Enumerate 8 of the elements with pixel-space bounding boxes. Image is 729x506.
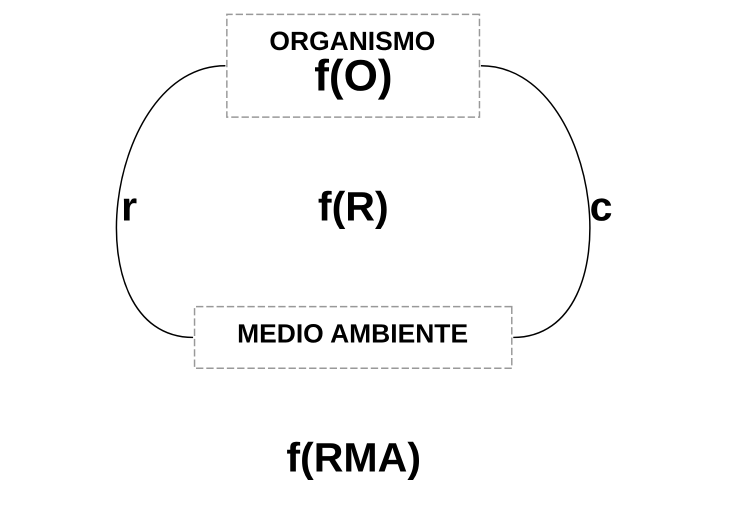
- connector: [116, 65, 226, 338]
- edge-label: c: [590, 184, 612, 230]
- node-box: MEDIO AMBIENTE: [194, 306, 513, 370]
- edge-label: r: [121, 184, 138, 230]
- node-label: f(RMA): [286, 434, 422, 481]
- connector: [480, 65, 590, 338]
- node-box: ORGANISMO f(O): [226, 14, 480, 118]
- label: f(R): [318, 184, 389, 230]
